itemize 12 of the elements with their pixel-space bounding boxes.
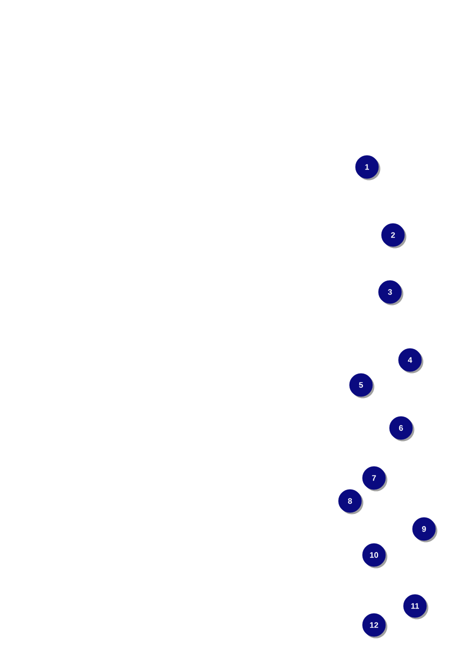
callout-number: 1: [355, 155, 380, 180]
callout-number: 9: [412, 517, 438, 542]
callout-number: 4: [398, 348, 424, 374]
callout-number: 12: [362, 613, 388, 638]
callout-number: 6: [389, 416, 414, 442]
callout-number: 10: [362, 543, 388, 568]
callout-number: 7: [362, 466, 388, 492]
callout-number: 11: [403, 594, 428, 620]
callout-number: 8: [338, 489, 364, 514]
callout-number: 3: [378, 280, 404, 306]
callout-number: 2: [381, 223, 406, 248]
callout-number: 5: [349, 373, 374, 398]
